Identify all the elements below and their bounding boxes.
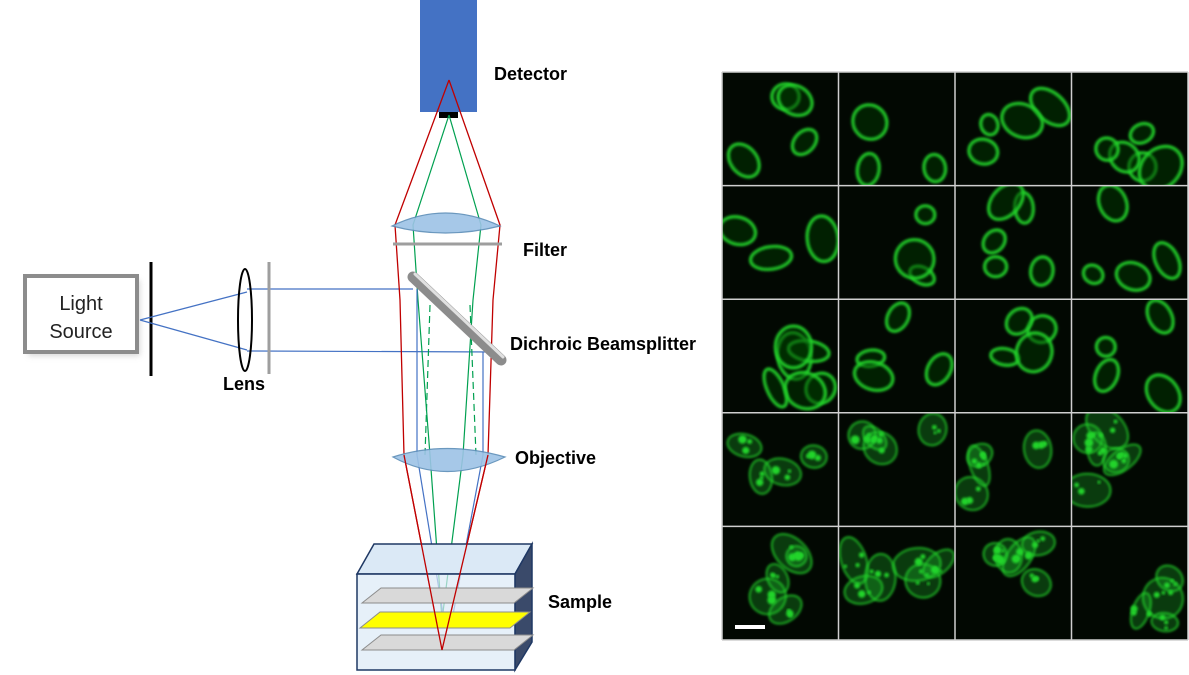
micrograph-panel bbox=[893, 204, 937, 287]
microscope-schematic: Light Source Lens Detector bbox=[23, 0, 696, 673]
focal-plane bbox=[358, 611, 532, 629]
yeast-cell bbox=[1081, 263, 1105, 285]
yeast-cell bbox=[748, 244, 794, 272]
yeast-cell bbox=[843, 575, 884, 605]
yeast-cell bbox=[922, 152, 948, 184]
micrograph-panel bbox=[1094, 121, 1184, 186]
tube-lens bbox=[390, 212, 502, 234]
light-source-label-line2: Source bbox=[49, 321, 112, 343]
yeast-cell bbox=[790, 127, 819, 157]
yeast-cell bbox=[763, 457, 802, 487]
light-source: Light Source bbox=[23, 274, 140, 356]
micrograph-panel bbox=[722, 214, 839, 272]
micrograph-grid bbox=[721, 71, 1189, 641]
yeast-cell bbox=[1144, 373, 1182, 413]
yeast-cell bbox=[1114, 260, 1152, 292]
yeast-cell bbox=[979, 112, 1000, 137]
scale-bar bbox=[735, 625, 765, 629]
micrograph-panel bbox=[847, 412, 948, 466]
yeast-cell bbox=[1023, 429, 1053, 469]
yeast-cell bbox=[914, 204, 937, 226]
collector-lens bbox=[237, 268, 253, 372]
yeast-cell bbox=[917, 412, 948, 447]
micrograph-panel bbox=[851, 103, 948, 186]
detector-label: Detector bbox=[494, 64, 567, 84]
yeast-cell bbox=[851, 103, 889, 141]
yeast-cell bbox=[1094, 335, 1117, 358]
yeast-cell bbox=[726, 432, 763, 458]
micrograph-panel bbox=[762, 324, 837, 411]
micrograph-panel bbox=[1081, 185, 1182, 292]
micrograph-panel bbox=[852, 301, 954, 392]
yeast-cell bbox=[893, 238, 936, 280]
yeast-cell bbox=[1014, 331, 1054, 374]
micrograph-panel bbox=[967, 86, 1072, 166]
yeast-cell bbox=[1021, 568, 1052, 597]
yeast-cell bbox=[1094, 136, 1120, 162]
yeast-cell bbox=[1128, 121, 1156, 145]
yeast-cell bbox=[1004, 306, 1034, 336]
micrograph-panel bbox=[726, 432, 828, 495]
yeast-cell bbox=[776, 83, 814, 117]
micrograph-panel bbox=[726, 82, 819, 179]
sample-cube bbox=[355, 454, 535, 673]
yeast-cell bbox=[1145, 299, 1175, 335]
yeast-cell bbox=[726, 142, 761, 179]
micrograph-panel bbox=[982, 530, 1056, 597]
objective-lens bbox=[391, 447, 507, 473]
yeast-cell bbox=[852, 360, 895, 392]
micrograph-panel bbox=[955, 429, 1053, 511]
yeast-cell bbox=[1021, 530, 1056, 557]
yeast-cell bbox=[1152, 241, 1182, 280]
yeast-cell bbox=[981, 228, 1007, 255]
yeast-cell bbox=[771, 533, 813, 574]
light-source-label-line1: Light bbox=[59, 293, 103, 315]
yeast-cell bbox=[1029, 255, 1055, 287]
yeast-cell bbox=[884, 301, 912, 333]
beamsplitter-label: Dichroic Beamsplitter bbox=[510, 334, 696, 354]
micrograph-panel bbox=[838, 536, 955, 605]
micrograph-panel bbox=[748, 533, 813, 625]
micrograph-panel bbox=[989, 306, 1058, 374]
micrograph-panel bbox=[1130, 564, 1184, 633]
dichroic-beamsplitter bbox=[407, 271, 507, 366]
yeast-cell bbox=[762, 367, 789, 409]
yeast-cell bbox=[924, 352, 954, 387]
micrograph-panel bbox=[981, 185, 1055, 287]
sample-label: Sample bbox=[548, 592, 612, 612]
micrograph-panel bbox=[1093, 299, 1182, 413]
yeast-cell bbox=[983, 255, 1009, 279]
yeast-cell bbox=[1000, 101, 1045, 140]
yeast-cell bbox=[722, 215, 758, 247]
micrograph-panel bbox=[1071, 412, 1142, 508]
yeast-cell bbox=[1093, 357, 1121, 393]
lens-label: Lens bbox=[223, 374, 265, 394]
yeast-cell bbox=[773, 324, 813, 370]
filter-label: Filter bbox=[523, 240, 567, 260]
illumination-beam bbox=[139, 288, 498, 353]
yeast-cell bbox=[967, 137, 1000, 166]
yeast-cell bbox=[783, 370, 827, 411]
detector bbox=[420, 0, 477, 112]
objective-label: Objective bbox=[515, 448, 596, 468]
